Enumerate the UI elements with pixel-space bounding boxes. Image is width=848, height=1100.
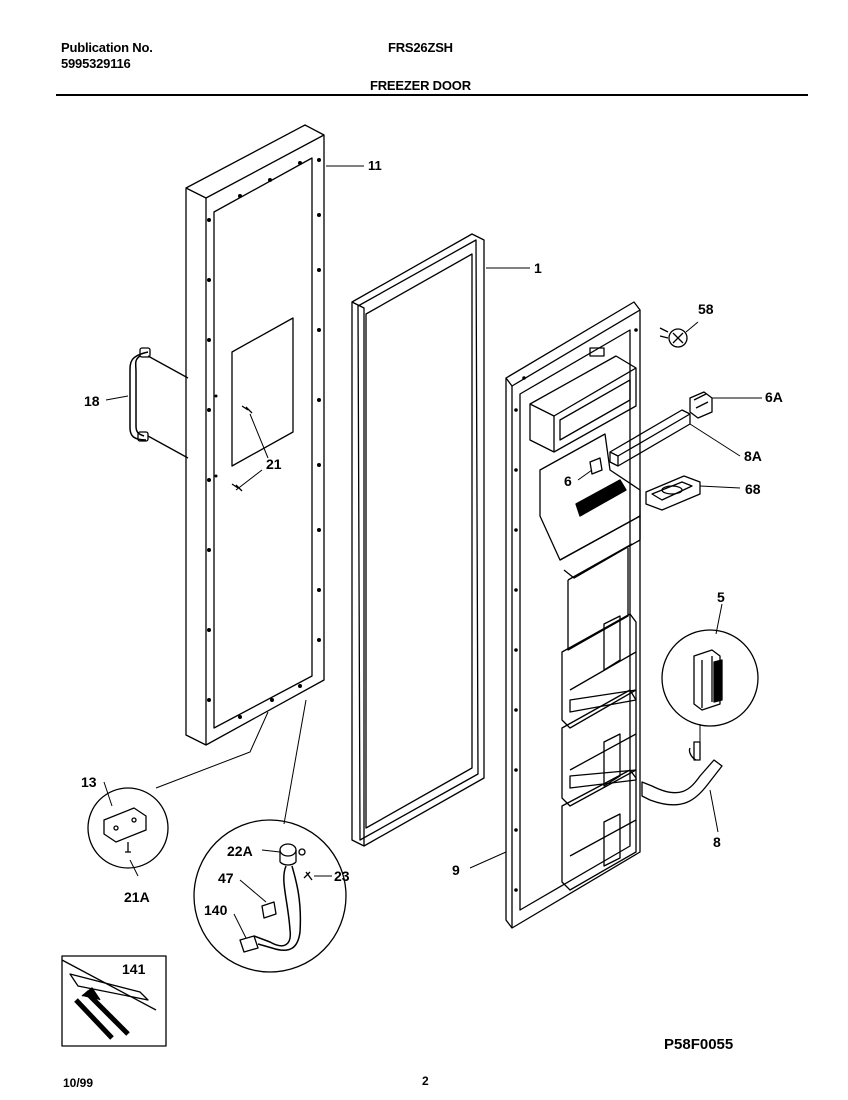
- footer-page: 2: [422, 1074, 429, 1088]
- callout-22A: 22A: [227, 843, 253, 859]
- detail-circle-wiring: [193, 819, 347, 973]
- callout-21: 21: [266, 456, 282, 472]
- detail-circle-5: [661, 629, 759, 727]
- callout-18: 18: [84, 393, 100, 409]
- outer-door-panel: [185, 124, 325, 746]
- door-gasket: [351, 233, 485, 847]
- callout-23: 23: [334, 868, 350, 884]
- part-68: [645, 475, 701, 511]
- strap-8: [641, 741, 723, 806]
- callout-6A: 6A: [765, 389, 783, 405]
- detail-box-141: [61, 955, 167, 1047]
- publication-number: 5995329116: [61, 56, 131, 71]
- callout-8: 8: [713, 834, 721, 850]
- callout-141: 141: [122, 961, 146, 977]
- callout-47: 47: [218, 870, 234, 886]
- callout-58: 58: [698, 301, 714, 317]
- callout-6: 6: [564, 473, 572, 489]
- callout-68: 68: [745, 481, 761, 497]
- section-title: FREEZER DOOR: [370, 78, 471, 93]
- screw-58: [659, 327, 688, 348]
- detail-circle-13: [87, 787, 169, 869]
- inner-door-liner: [505, 301, 641, 929]
- header-rule: [56, 94, 808, 96]
- callout-8A: 8A: [744, 448, 762, 464]
- callout-140: 140: [204, 902, 228, 918]
- callout-9: 9: [452, 862, 460, 878]
- publication-label: Publication No.: [61, 40, 153, 55]
- callout-13: 13: [81, 774, 97, 790]
- door-handle: [129, 347, 189, 459]
- callout-1: 1: [534, 260, 542, 276]
- callout-21A: 21A: [124, 889, 150, 905]
- leader-lines: [103, 165, 762, 939]
- callout-11: 11: [368, 158, 382, 173]
- clip-6A: [689, 391, 713, 419]
- footer-date: 10/99: [63, 1076, 94, 1090]
- model-number: FRS26ZSH: [388, 40, 453, 55]
- callout-5: 5: [717, 589, 725, 605]
- figure-code: P58F0055: [664, 1036, 734, 1053]
